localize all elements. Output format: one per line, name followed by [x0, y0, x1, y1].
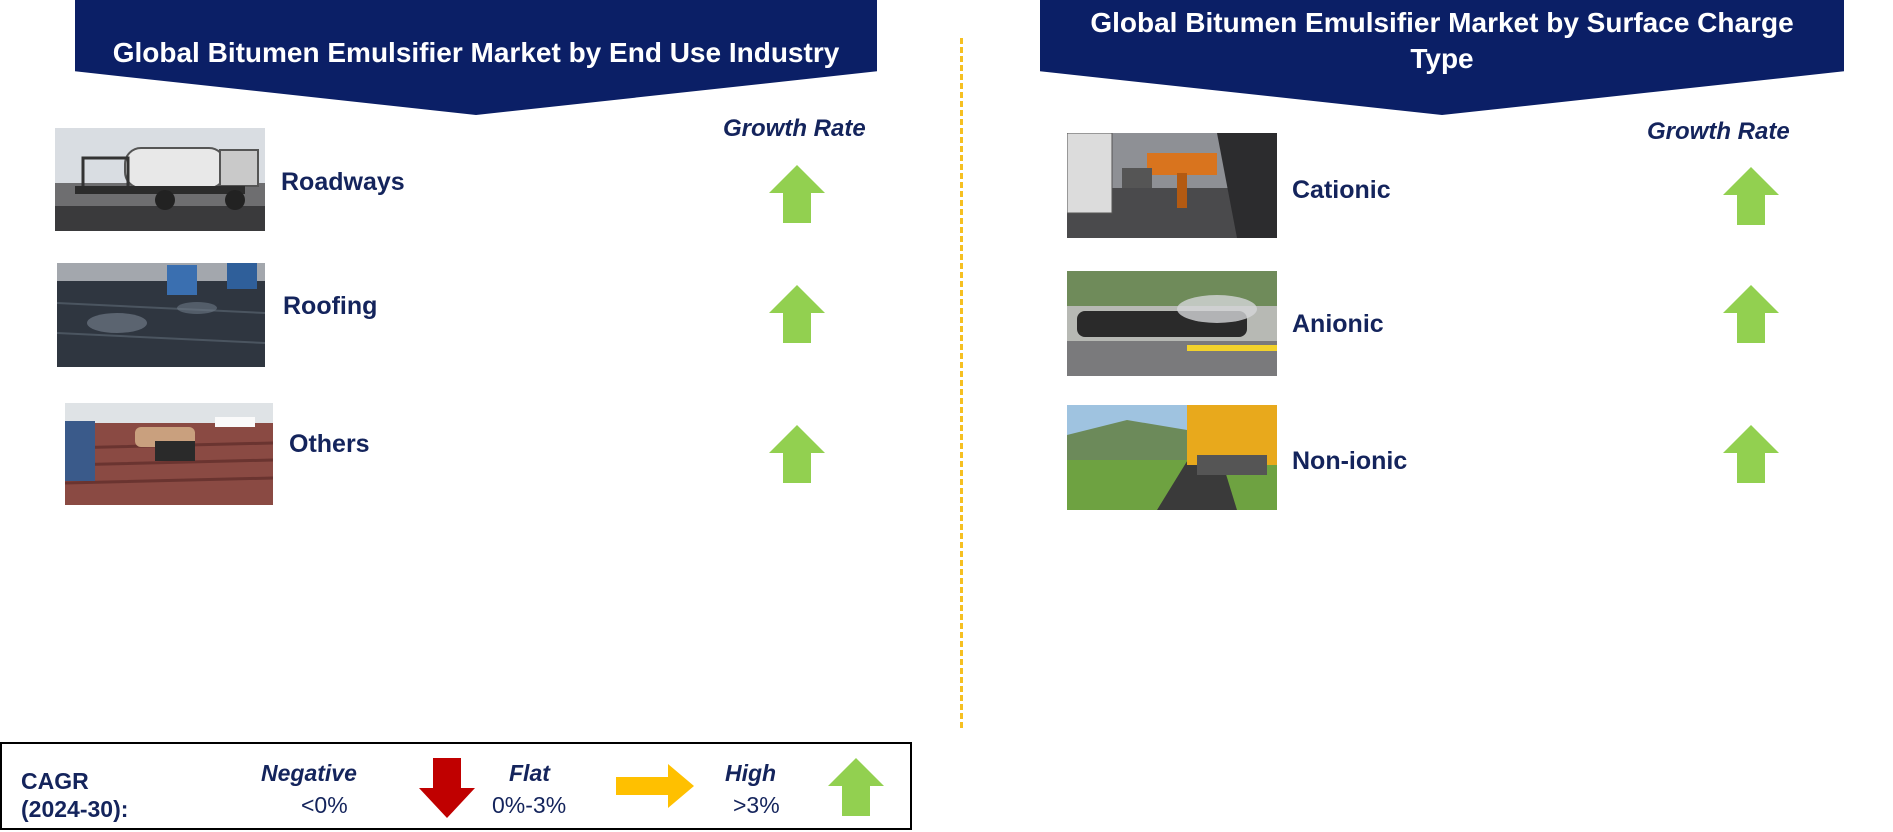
roadways-up-arrow-icon — [769, 165, 825, 223]
cagr-label: CAGR — [21, 768, 89, 794]
others-up-arrow-icon — [769, 425, 825, 483]
non-ionic-image — [1067, 405, 1277, 510]
left-panel-title-text: Global Bitumen Emulsifier Market by End … — [112, 36, 840, 68]
up-arrow-icon — [828, 758, 884, 816]
cagr-period-label: (2024-30): — [21, 796, 129, 822]
roofing-label: Roofing — [283, 292, 378, 320]
others-label: Others — [289, 430, 370, 458]
anionic-up-arrow-icon — [1723, 285, 1779, 343]
right-growth-rate-header: Growth Rate — [1647, 118, 1790, 145]
right-panel-title-text: Global Bitumen Emulsifier Market by Surf… — [1090, 6, 1794, 74]
down-arrow-icon — [419, 758, 475, 818]
left-panel-title: Global Bitumen Emulsifier Market by End … — [75, 0, 877, 115]
roadways-label: Roadways — [281, 168, 405, 196]
others-image — [65, 403, 273, 505]
flat-label: Flat — [509, 760, 550, 786]
cationic-image — [1067, 133, 1277, 238]
negative-label: Negative — [261, 760, 357, 786]
right-arrow-icon — [616, 764, 694, 808]
right-panel-title: Global Bitumen Emulsifier Market by Surf… — [1040, 0, 1844, 115]
high-range: >3% — [733, 792, 780, 818]
anionic-label: Anionic — [1292, 310, 1384, 338]
non-ionic-up-arrow-icon — [1723, 425, 1779, 483]
cationic-up-arrow-icon — [1723, 167, 1779, 225]
high-label: High — [725, 760, 777, 786]
flat-range: 0%-3% — [492, 792, 567, 818]
panel-divider — [960, 38, 963, 728]
cagr-legend: CAGR (2024-30): Negative <0% Flat 0%-3% … — [0, 742, 912, 830]
negative-range: <0% — [301, 792, 348, 818]
roofing-image — [57, 263, 265, 367]
roadways-image — [55, 128, 265, 231]
left-growth-rate-header: Growth Rate — [723, 115, 866, 142]
cationic-label: Cationic — [1292, 176, 1391, 204]
non-ionic-label: Non-ionic — [1292, 447, 1408, 475]
anionic-image — [1067, 271, 1277, 376]
roofing-up-arrow-icon — [769, 285, 825, 343]
